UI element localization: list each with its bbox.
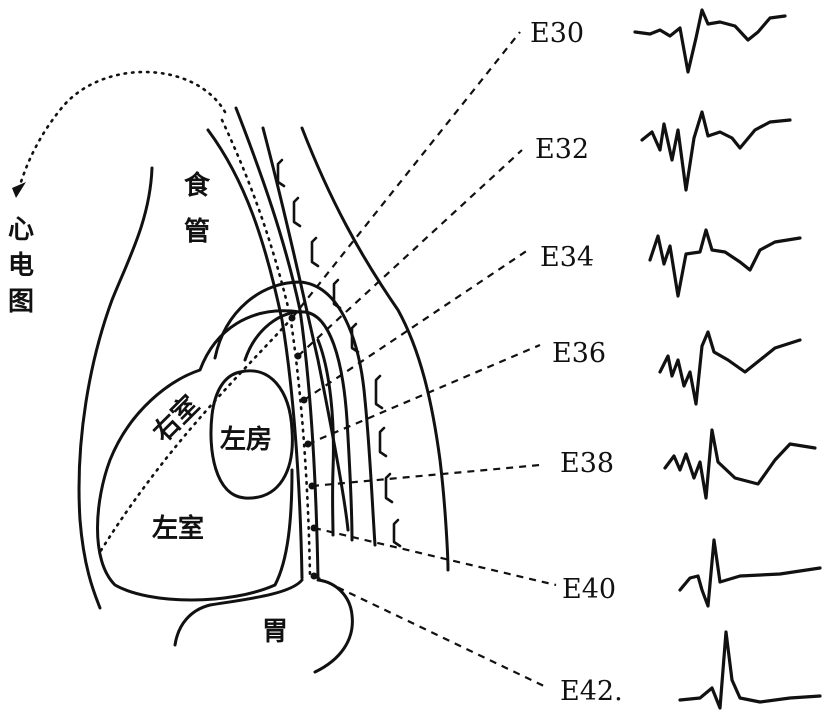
lead-label-e40: E40: [562, 574, 616, 605]
left-ventricle-label: 左室: [152, 513, 204, 544]
left-atrium-label: 左房: [220, 425, 272, 455]
lead-label-e34: E34: [540, 242, 594, 273]
esophagus-wall-left: [206, 128, 304, 580]
ecg-trace-e40: [678, 538, 822, 608]
stomach-outline-right: [313, 578, 354, 674]
body-outline-left: [77, 166, 154, 610]
lead-label-e42: E42.: [560, 676, 623, 707]
esophagus-label-char-2: 管: [184, 217, 210, 247]
spine-outline-right: [300, 126, 450, 572]
lead-leader-lines: [291, 31, 557, 689]
ecg-trace-e32: [640, 110, 792, 192]
ecg-trace-e30: [633, 8, 787, 74]
ecg-arrow-head: [12, 182, 26, 198]
ecg-pointer-arc: [18, 70, 227, 187]
stomach-outline-left: [173, 578, 304, 647]
spine-outline-left: [261, 126, 350, 532]
pericardium-arc-inner: [316, 338, 335, 537]
lead-labels: E30 E32 E34 E36 E38 E40 E42.: [530, 18, 623, 707]
lead-label-e32: E32: [535, 134, 589, 165]
ecg-label: 心 电 图: [8, 215, 34, 317]
ecg-trace-e38: [663, 428, 817, 500]
lead-label-e36: E36: [552, 338, 606, 369]
pericardium-arc-middle: [243, 310, 354, 542]
ecg-trace-e42: [678, 630, 822, 710]
right-ventricle-label: 右室: [147, 390, 206, 449]
ecg-trace-e36: [658, 330, 802, 406]
ecg-trace-e34: [648, 228, 802, 298]
left-atrium-outline: [209, 369, 294, 500]
esophagus-wall-right: [234, 106, 320, 580]
ecg-label-char-2: 电: [8, 251, 34, 281]
lead-label-e38: E38: [560, 448, 614, 479]
ecg-label-char-1: 心: [8, 215, 34, 245]
ventricle-dotted-line: [98, 316, 294, 554]
heart-ventricle-outline: [96, 309, 302, 602]
ecg-label-char-3: 图: [8, 287, 34, 317]
pericardium-arc-outer: [213, 280, 377, 547]
esophagus-label-char-1: 食: [184, 170, 211, 201]
lead-label-e30: E30: [530, 18, 584, 49]
ecg-waveforms: [633, 8, 822, 710]
vertebrae: [276, 158, 402, 548]
stomach-label: 胃: [262, 617, 288, 647]
